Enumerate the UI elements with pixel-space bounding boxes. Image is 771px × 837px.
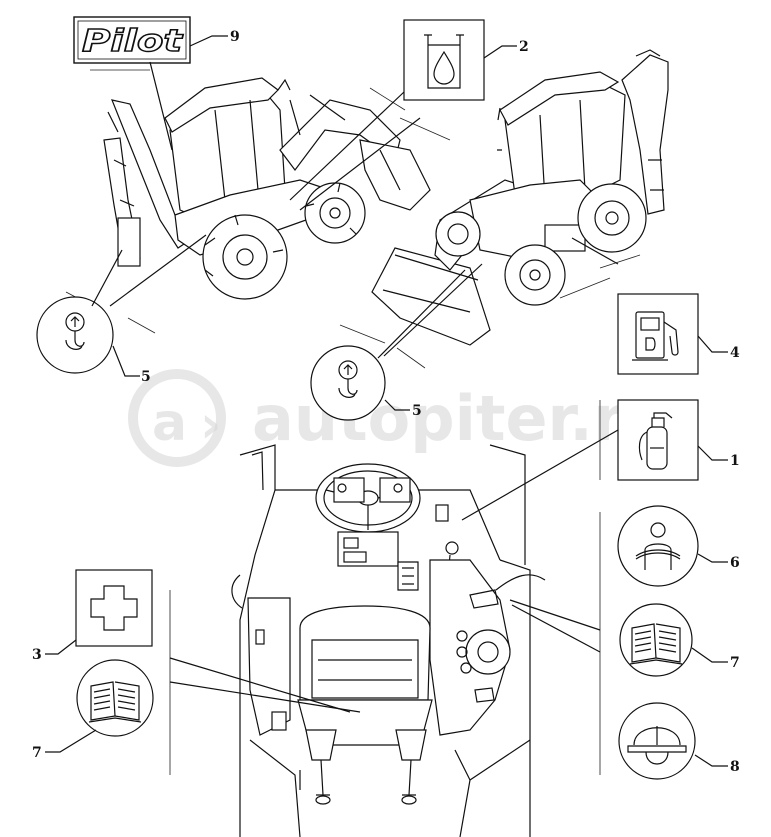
fuel-decal <box>617 293 699 375</box>
helmet-decal <box>618 702 696 780</box>
pilot-logo-decal: Pilot <box>73 16 191 64</box>
callout-5-left: 5 <box>141 369 151 385</box>
first-aid-cross-icon <box>90 585 138 631</box>
svg-text:›: › <box>200 395 221 455</box>
cab-interior-illustration <box>231 444 546 837</box>
extinguisher-decal <box>617 399 699 481</box>
callout-4: 4 <box>730 345 740 361</box>
fire-extinguisher-icon <box>638 412 673 470</box>
seat-belt-decal <box>617 505 699 587</box>
callout-numbers: 9 2 5 5 4 1 6 3 7 7 8 <box>32 29 740 775</box>
callout-9: 9 <box>230 29 240 45</box>
callout-8: 8 <box>730 759 740 775</box>
lifting-point-decal-right <box>310 345 386 421</box>
callout-7-left: 7 <box>32 745 42 761</box>
operator-manual-icon <box>629 623 683 665</box>
first-aid-decal <box>75 569 153 647</box>
callout-3: 3 <box>32 647 42 663</box>
manual-decal-right <box>619 603 693 677</box>
pilot-logo-text: Pilot <box>82 24 184 59</box>
operator-manual-icon <box>88 681 142 723</box>
seat-belt-icon <box>635 522 681 570</box>
leader-lines <box>45 35 728 767</box>
manual-decal-left <box>76 659 154 737</box>
callout-5-right: 5 <box>412 403 422 419</box>
callout-7-right: 7 <box>730 655 740 671</box>
hydraulic-oil-decal <box>403 19 485 101</box>
lifting-hook-icon <box>338 360 358 398</box>
callout-6: 6 <box>730 555 740 571</box>
backhoe-right-illustration <box>339 49 669 369</box>
svg-text:a: a <box>152 393 187 453</box>
fuel-pump-icon <box>632 311 679 361</box>
lifting-point-decal-left <box>36 296 114 374</box>
watermark: a › autopiter.ru <box>128 369 668 467</box>
oil-drop-icon <box>424 34 464 89</box>
callout-2: 2 <box>519 39 529 55</box>
callout-1: 1 <box>730 453 740 469</box>
safety-helmet-icon <box>627 726 687 765</box>
lifting-hook-icon <box>65 312 85 350</box>
